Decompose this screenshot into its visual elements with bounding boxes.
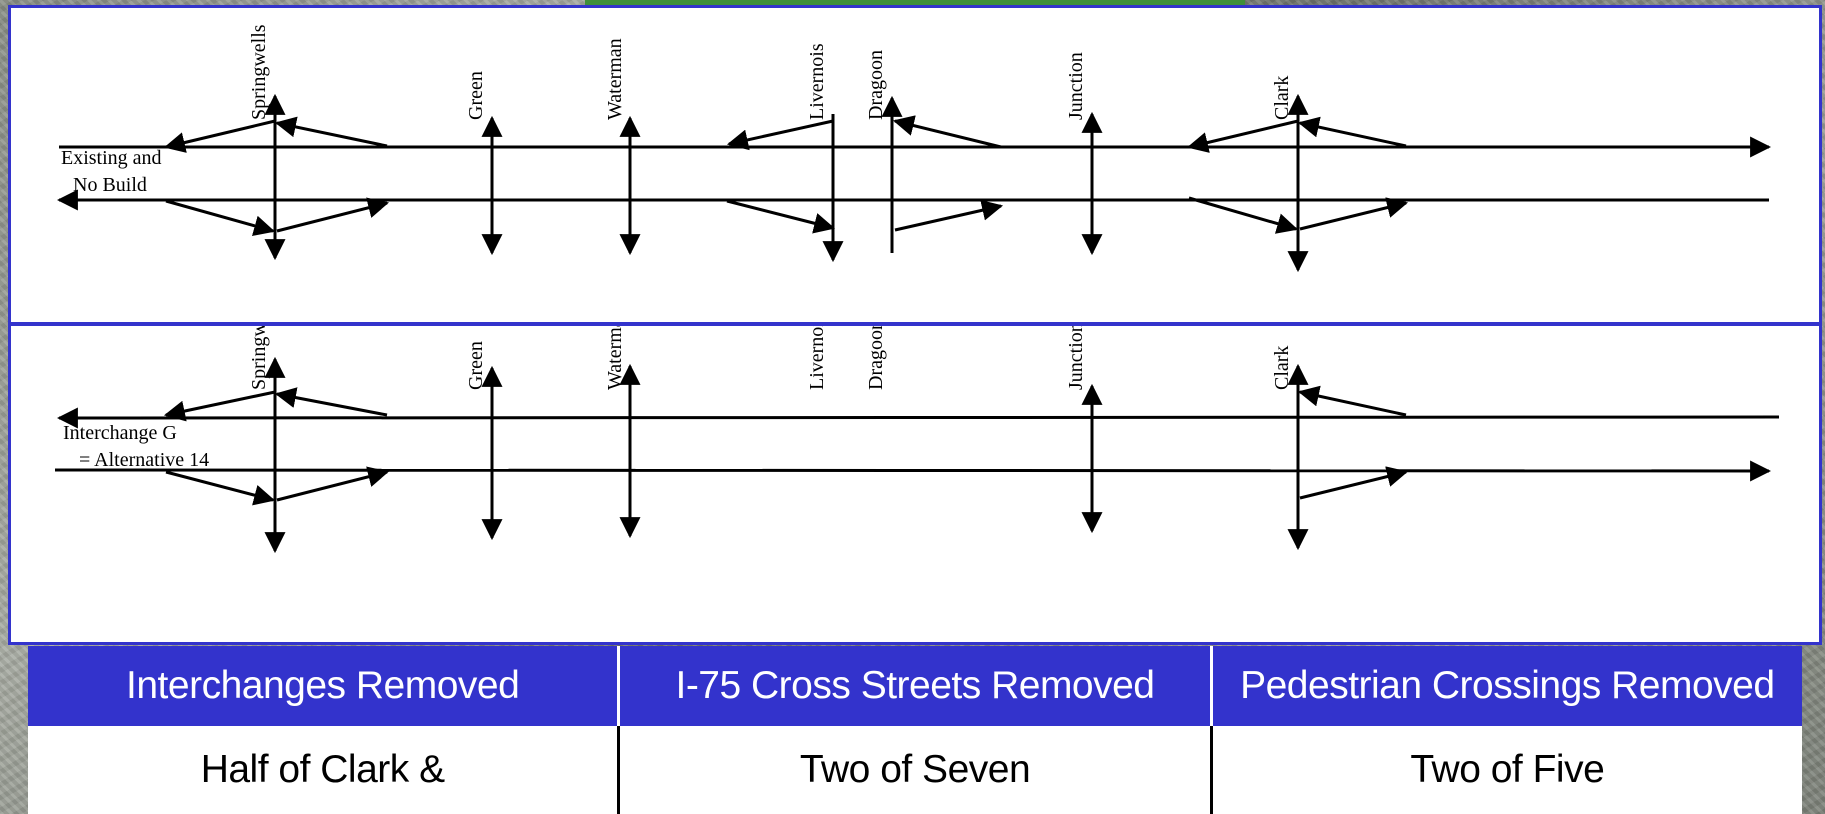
street-label: Livernois [806, 43, 828, 120]
street-label: Junction [1065, 326, 1087, 390]
street-labels: Springwells Green Waterman Livernois Dra… [248, 326, 1293, 390]
scenario-label-line1: Existing and [61, 147, 162, 169]
alternative-14-diagram: Springwells Green Waterman Livernois Dra… [8, 323, 1822, 645]
street-label: Springwells [248, 24, 270, 120]
street-label: Springwells [248, 326, 270, 390]
springwells-ramp [276, 466, 390, 502]
background-strip [585, 0, 1245, 8]
scenario-label-line2: No Build [73, 174, 147, 196]
table-row: Half of Clark & Two of Seven Two of Five [28, 726, 1802, 814]
street-labels: Springwells Green Waterman Livernois Dra… [248, 24, 1293, 120]
springwells-ramp [163, 119, 276, 153]
existing-no-build-svg: Springwells Green Waterman Livernois Dra… [56, 24, 1772, 273]
street-label: Clark [1271, 346, 1293, 390]
livernois-ramp [726, 199, 836, 234]
clark-ramp [1299, 197, 1409, 231]
springwells-ramp [165, 199, 276, 237]
street-label: Dragoon [865, 50, 887, 120]
clark-ramp [1297, 385, 1407, 417]
street-label: Waterman [604, 326, 626, 390]
dragoon-ramp [894, 199, 1004, 232]
table-header-row: Interchanges Removed I-75 Cross Streets … [28, 646, 1802, 726]
street-label: Green [465, 71, 487, 120]
value-cross-streets-removed: Two of Seven [617, 726, 1209, 814]
street-label: Junction [1065, 52, 1087, 120]
street-label: Green [465, 341, 487, 390]
scenario-label-line2: = Alternative 14 [79, 449, 209, 471]
springwells-ramp [163, 390, 276, 422]
street-label: Dragoon [865, 326, 887, 390]
scenario-label-line1: Interchange G [63, 422, 177, 444]
value-pedestrian-crossings-removed: Two of Five [1209, 726, 1802, 814]
clark-ramp [1188, 196, 1299, 234]
westbound-mainline [56, 407, 1780, 429]
clark-ramp [1297, 116, 1407, 148]
existing-no-build-diagram: Springwells Green Waterman Livernois Dra… [8, 5, 1822, 325]
street-label: Clark [1271, 76, 1293, 120]
springwells-ramp [274, 116, 388, 148]
header-pedestrian-crossings-removed: Pedestrian Crossings Removed [1209, 646, 1802, 726]
livernois-ramp [726, 119, 834, 151]
dragoon-ramp [892, 115, 1002, 149]
eastbound-mainline [54, 460, 1772, 482]
header-cross-streets-removed: I-75 Cross Streets Removed [617, 646, 1209, 726]
summary-table: Interchanges Removed I-75 Cross Streets … [28, 646, 1802, 814]
springwells-ramp [165, 470, 276, 506]
clark-ramp [1299, 466, 1409, 500]
springwells-ramp [274, 387, 388, 417]
street-label: Livernois [806, 326, 828, 390]
header-interchanges-removed: Interchanges Removed [126, 664, 520, 707]
value-interchanges-removed: Half of Clark & [200, 748, 445, 791]
clark-ramp [1186, 119, 1299, 153]
street-label: Waterman [604, 38, 626, 120]
alternative-14-svg: Springwells Green Waterman Livernois Dra… [54, 326, 1780, 554]
springwells-ramp [276, 197, 390, 233]
